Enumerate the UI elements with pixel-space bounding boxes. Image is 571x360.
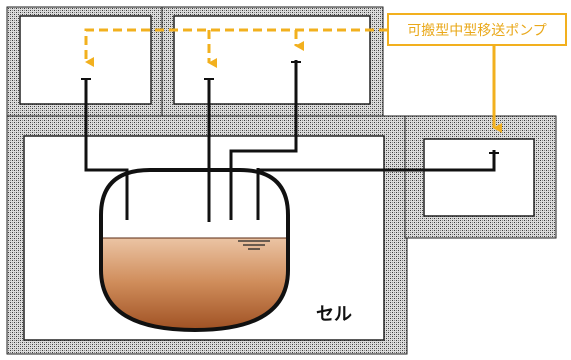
pump-connection-lines xyxy=(84,28,502,133)
storage-vessel xyxy=(99,168,290,333)
pump-label-text: 可搬型中型移送ポンプ xyxy=(407,23,547,39)
nozzle-ticks xyxy=(81,61,499,154)
right-room xyxy=(423,138,535,217)
pump-label-box xyxy=(387,13,567,46)
cell-label: セル xyxy=(316,304,352,325)
internal-pipes xyxy=(125,168,260,222)
vessel-liquid xyxy=(101,238,288,330)
pump-label: 可搬型中型移送ポンプ xyxy=(387,13,567,46)
vessel-outline xyxy=(99,168,290,333)
liquid-level-icon xyxy=(238,240,270,250)
pump-dashed-header xyxy=(84,28,388,67)
